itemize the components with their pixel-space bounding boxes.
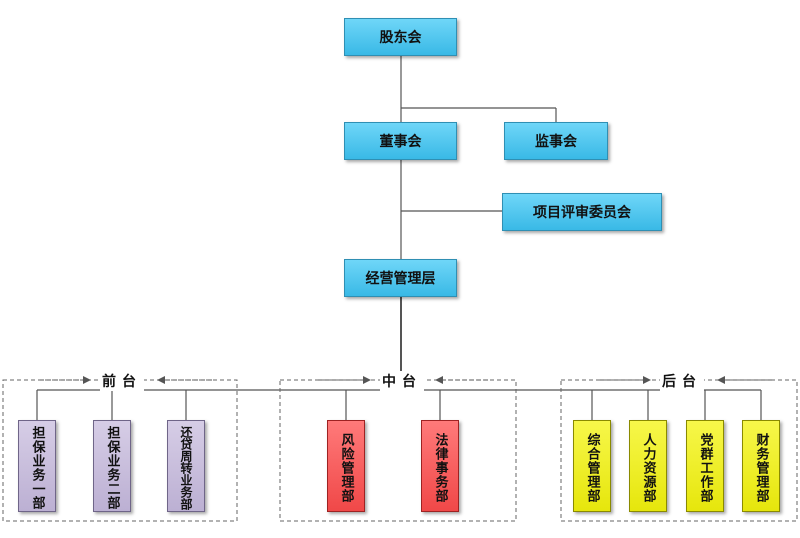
middle-unit-2-label: 法律事务部 [432,433,448,503]
back-unit-2-label: 人力资源部 [640,433,656,503]
front-unit-3-label: 还贷周转业务部 [179,426,193,510]
shareholders-box: 股东会 [344,18,457,56]
supervisors-box: 监事会 [504,122,608,160]
middle-group-frame [279,379,517,522]
back-unit-3-label: 党群工作部 [697,433,713,503]
shareholders-label: 股东会 [379,30,422,46]
board-box: 董事会 [344,122,457,160]
back-unit-4: 财务管理部 [742,420,780,512]
back-unit-4-label: 财务管理部 [753,433,769,503]
back-unit-2: 人力资源部 [629,420,667,512]
front-group-label: 前台 [100,371,144,391]
supervisors-label: 监事会 [535,134,577,150]
middle-group-label: 中台 [380,371,424,391]
management-label: 经营管理层 [365,271,436,287]
front-unit-1-label: 担保业务一部 [29,426,45,510]
back-unit-1: 综合管理部 [573,420,611,512]
board-label: 董事会 [379,134,422,150]
back-group-label: 后台 [660,371,704,391]
review-committee-box: 项目评审委员会 [502,193,662,231]
front-unit-3: 还贷周转业务部 [167,420,205,512]
middle-unit-2: 法律事务部 [421,420,459,512]
middle-unit-1: 风险管理部 [327,420,365,512]
front-unit-1: 担保业务一部 [18,420,56,512]
management-box: 经营管理层 [344,259,457,297]
review-committee-label: 项目评审委员会 [533,205,631,221]
back-unit-3: 党群工作部 [686,420,724,512]
front-group-frame [2,379,238,522]
front-unit-2: 担保业务二部 [93,420,131,512]
middle-unit-1-label: 风险管理部 [338,433,354,503]
back-unit-1-label: 综合管理部 [584,433,600,503]
front-unit-2-label: 担保业务二部 [104,426,120,510]
